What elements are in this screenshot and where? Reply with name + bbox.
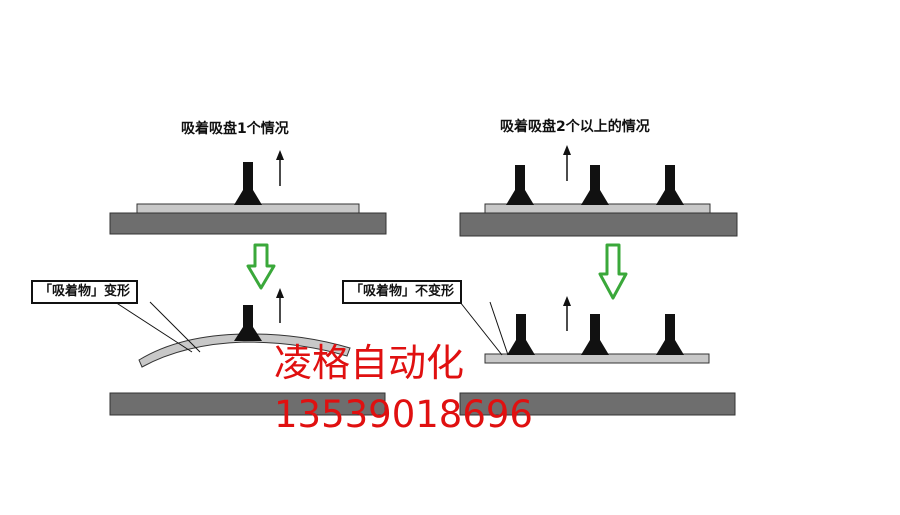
lift-arrow-icon: [563, 296, 571, 331]
base-plate: [459, 212, 738, 237]
panel-single-cup-after: [109, 288, 386, 416]
lift-arrow-icon: [276, 150, 284, 186]
watermark-company: 凌格自动化: [274, 341, 465, 385]
callout-pointer: [489, 301, 509, 356]
panel-single-cup-before: [109, 150, 387, 235]
base-plate: [109, 212, 387, 235]
suction-cup-icon: [581, 314, 609, 355]
caption-multi-cup: 吸着吸盘2个以上的情况: [500, 119, 650, 135]
caption-single-cup: 吸着吸盘1个情况: [181, 121, 289, 137]
callout-pointer: [459, 301, 503, 356]
transition-arrow-icon: [246, 243, 276, 290]
suction-cup-icon: [506, 165, 534, 205]
suction-cup-icon: [234, 305, 262, 341]
deformed-sheet: [138, 333, 351, 368]
suction-cup-icon: [234, 162, 262, 205]
callout-deformed: 「吸着物」变形: [31, 280, 139, 304]
suction-cup-icon: [656, 165, 684, 205]
panel-multi-cup-after: [459, 296, 736, 416]
work-sheet: [484, 203, 711, 214]
base-plate: [109, 392, 386, 416]
lift-arrow-icon: [563, 145, 571, 181]
callout-pointer: [114, 301, 193, 353]
callout-pointer: [149, 301, 201, 353]
lift-arrow-icon: [276, 288, 284, 323]
work-sheet: [136, 203, 360, 214]
suction-cup-icon: [656, 314, 684, 355]
panel-multi-cup-before: [459, 145, 738, 237]
work-sheet: [484, 353, 710, 364]
base-plate: [459, 392, 736, 416]
watermark-phone: 13539018696: [274, 393, 533, 436]
suction-cup-icon: [581, 165, 609, 205]
suction-cup-icon: [507, 314, 535, 355]
transition-arrow-icon: [598, 243, 628, 300]
callout-not-deformed: 「吸着物」不变形: [342, 280, 463, 304]
